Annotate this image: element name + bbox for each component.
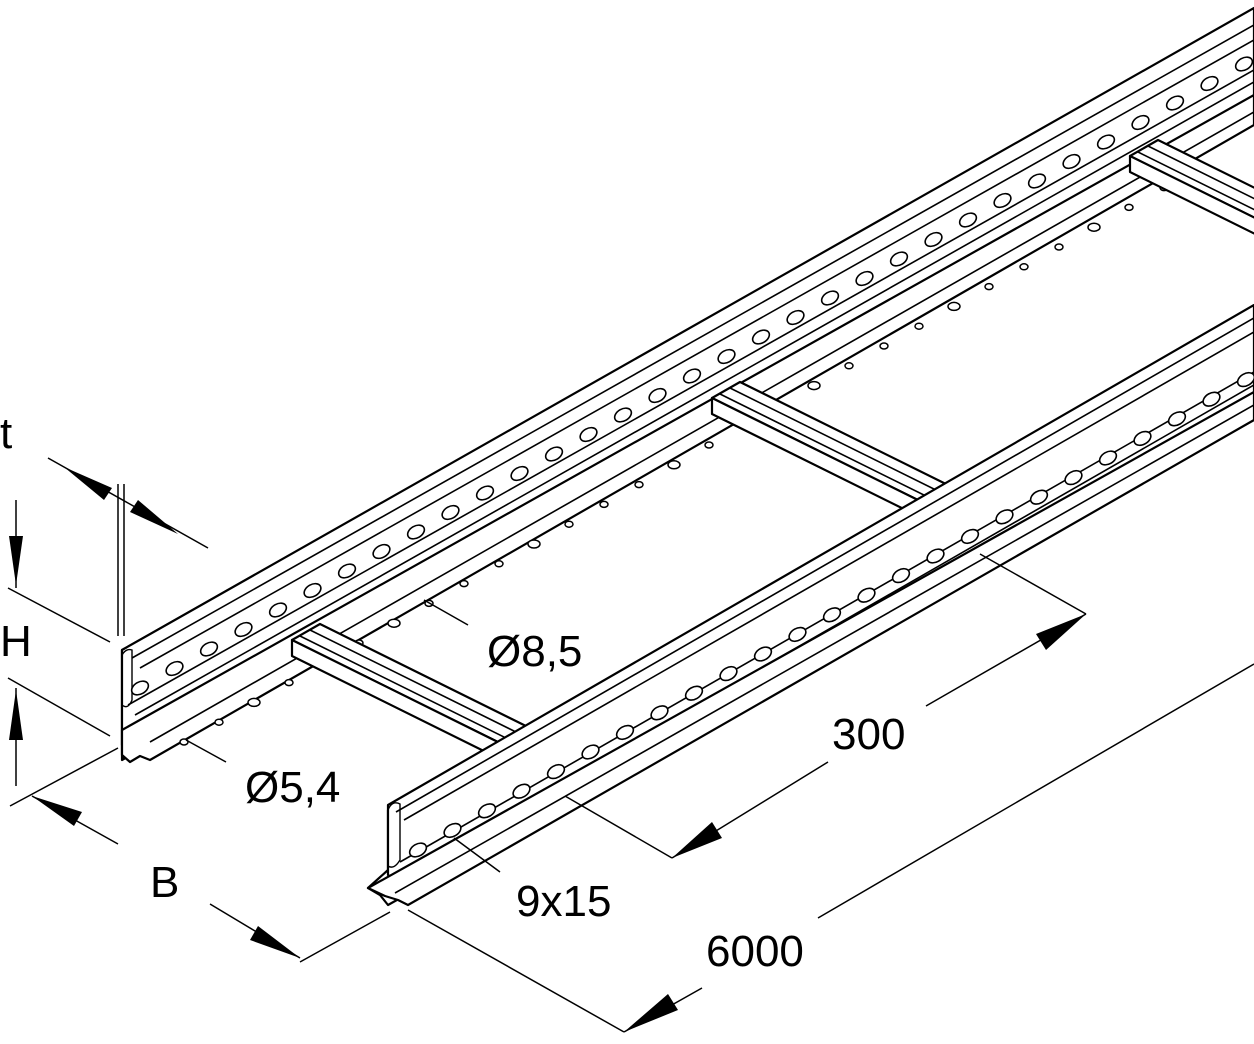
front-side-rail — [366, 303, 1254, 907]
rear-rail-slot — [958, 212, 978, 228]
large-hole — [527, 539, 541, 549]
rungs — [290, 138, 1254, 764]
front-rail-slot — [995, 509, 1014, 525]
label-length: 6000 — [706, 927, 804, 976]
rear-rail-slot — [751, 329, 771, 345]
rear-rail-slot — [544, 446, 564, 462]
rear-rail-slot — [613, 407, 633, 423]
rung — [1128, 138, 1254, 235]
small-hole — [1019, 263, 1029, 271]
large-hole — [247, 697, 261, 708]
small-hole — [459, 579, 469, 588]
rear-rail-slot — [1200, 75, 1219, 92]
label-width: B — [150, 858, 179, 907]
small-hole — [914, 322, 924, 330]
large-hole — [807, 380, 821, 391]
label-thickness: t — [0, 409, 12, 458]
label-height: H — [0, 617, 32, 666]
front-rail-slot — [546, 763, 566, 780]
front-rail-slot — [719, 665, 738, 682]
rear-rail-slot — [303, 582, 322, 599]
small-hole — [284, 678, 294, 687]
rear-rail-slot — [924, 231, 943, 248]
rear-rail-slot — [682, 368, 702, 384]
front-rail-slot — [408, 842, 428, 858]
rear-rail-slot — [993, 192, 1012, 209]
rear-rail-slot — [1131, 114, 1150, 131]
front-rail-slot — [477, 803, 497, 819]
rear-rail-slot — [648, 387, 667, 404]
front-rail-slot — [891, 567, 911, 584]
front-rail-slot — [1202, 391, 1221, 407]
label-hole-large: Ø8,5 — [487, 627, 582, 676]
front-rail-slot — [512, 783, 531, 799]
front-rail-slot — [788, 626, 807, 643]
small-hole — [634, 480, 644, 489]
rear-rail-slot — [1096, 134, 1116, 150]
large-hole — [947, 301, 961, 312]
label-hole-small: Ø5,4 — [245, 763, 340, 812]
front-rail-slot — [581, 744, 600, 760]
label-rung-spacing: 300 — [832, 710, 905, 759]
large-hole — [667, 460, 681, 470]
dimension-lines — [7, 457, 1254, 1033]
front-rail-slot — [615, 724, 635, 741]
rung — [290, 622, 536, 764]
small-hole — [844, 362, 854, 370]
rear-rail-slot — [372, 543, 391, 560]
small-hole — [494, 560, 504, 568]
rear-rail-slot — [406, 524, 426, 540]
rear-rail-slot — [855, 270, 874, 287]
front-rail-slot — [753, 646, 773, 662]
small-hole — [1054, 243, 1064, 251]
front-rail-slot — [684, 685, 704, 701]
rear-rail-slot — [889, 251, 909, 267]
rear-rail-slot — [786, 309, 805, 326]
front-rail-slot — [857, 587, 876, 603]
front-rail-slot — [1064, 469, 1083, 486]
small-hole — [564, 520, 574, 528]
front-rail-slot — [1133, 430, 1152, 447]
front-rail-slot — [960, 528, 980, 545]
front-rail-slot — [1029, 489, 1049, 505]
rear-rail-slot — [510, 465, 529, 482]
rear-rail-slot — [475, 485, 495, 501]
small-hole — [599, 500, 609, 509]
rear-rail-slot — [165, 660, 184, 677]
rear-rail-slot — [441, 504, 460, 521]
rear-side-rail — [120, 6, 1254, 764]
small-hole — [704, 441, 714, 449]
rear-rail-slot — [820, 290, 840, 306]
large-hole — [387, 618, 401, 628]
large-hole — [1087, 222, 1101, 232]
rear-rail-slot — [579, 426, 598, 443]
front-rail-slot — [926, 548, 945, 564]
rear-rail-slot — [1062, 153, 1081, 170]
small-hole — [879, 342, 889, 350]
label-slot: 9x15 — [516, 877, 611, 926]
rear-rail-slot — [337, 563, 357, 579]
small-hole — [214, 718, 224, 726]
rear-rail-slot — [199, 641, 219, 657]
rear-rail-slot — [234, 621, 253, 638]
front-rail-slot — [822, 607, 842, 623]
rear-rail-slot — [1165, 95, 1185, 111]
rear-rail-slot — [1027, 173, 1047, 189]
front-rail-slot — [650, 705, 669, 721]
small-hole — [984, 282, 994, 291]
front-rail-slot — [443, 822, 462, 839]
front-rail-slot — [1098, 450, 1118, 466]
front-rail-slot — [1167, 411, 1187, 427]
small-hole — [1124, 203, 1134, 212]
rear-rail-slot — [717, 348, 736, 365]
rear-rail-slot — [268, 602, 288, 618]
rear-rail-slot — [130, 680, 150, 696]
rear-rail-slot — [1234, 56, 1254, 72]
